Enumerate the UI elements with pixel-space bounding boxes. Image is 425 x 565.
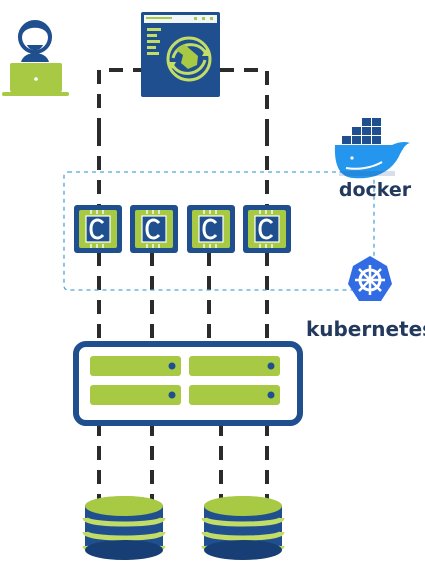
- developer-icon: [2, 20, 69, 96]
- kubernetes-icon: [348, 256, 392, 301]
- connector-lines: [97, 68, 269, 500]
- container-stack: [74, 205, 291, 253]
- docker-whale-icon: [334, 118, 410, 179]
- kubernetes-label: kubernetes: [306, 317, 425, 341]
- container-icon: [74, 205, 122, 253]
- database-icon: [82, 496, 166, 560]
- container-icon: [243, 205, 291, 253]
- container-icon: [187, 205, 235, 253]
- server-icon: [73, 341, 303, 426]
- container-icon: [130, 205, 178, 253]
- database-icon: [201, 496, 285, 560]
- app-window-icon: [141, 12, 220, 97]
- container-cluster-boundary: [63, 171, 375, 291]
- docker-label: docker: [339, 179, 412, 201]
